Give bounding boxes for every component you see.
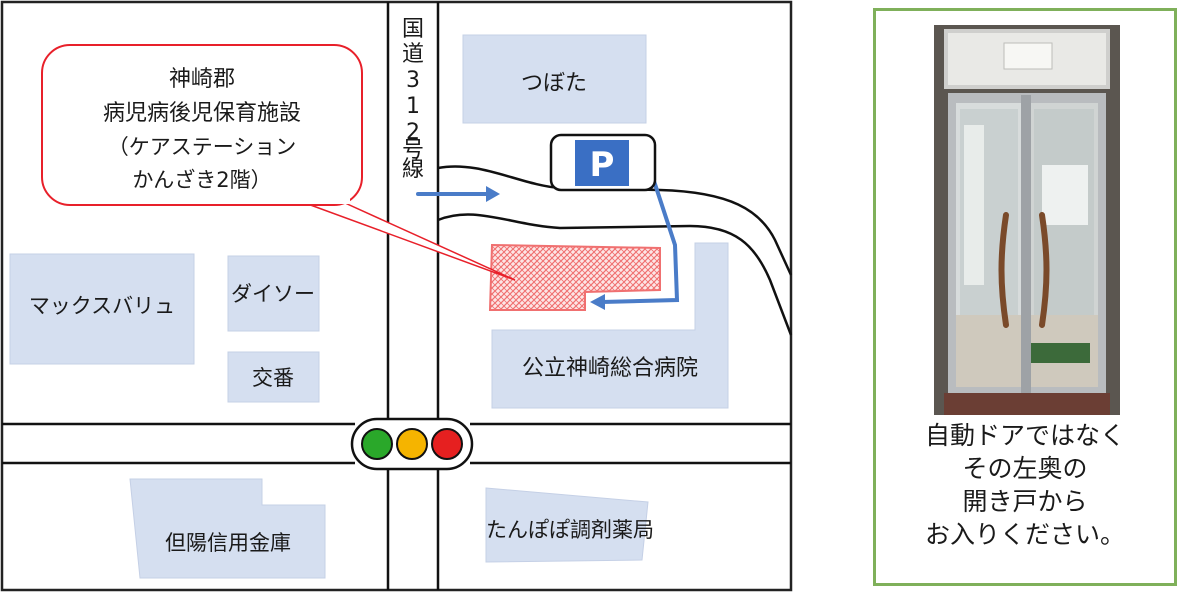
label-tajima-bank: 但陽信用金庫 (165, 531, 291, 555)
callout-line-2: 病児病後児保育施設 (103, 101, 301, 126)
parking-label: P (590, 145, 615, 185)
entrance-photo-panel: 自動ドアではなく その左奥の 開き戸から お入りください。 (873, 8, 1177, 586)
label-maxvalu: マックスバリュ (29, 294, 175, 318)
road-label-char: 1 (406, 94, 420, 119)
label-daiso: ダイソー (231, 282, 315, 306)
entrance-caption: 自動ドアではなく その左奥の 開き戸から お入りください。 (876, 419, 1174, 551)
label-tsubota: つぼた (521, 71, 587, 96)
callout-line-3: （ケアステーション (108, 135, 297, 159)
label-tanpopo: たんぽぽ調剤薬局 (486, 518, 654, 542)
route-arrow-icon (416, 176, 680, 310)
caption-line-4: お入りください。 (924, 520, 1125, 549)
building-daiso (227, 255, 320, 332)
building-hospital (491, 242, 729, 409)
parking-icon: P (549, 133, 657, 192)
road-label-char: 国 (402, 17, 424, 42)
area-map: 神崎郡 病児病後児保育施設 （ケアステーション かんざき2階） 国 道 3 1 … (0, 0, 793, 592)
road-label-char: 号 (402, 138, 424, 163)
caption-line-1: 自動ドアではなく (924, 421, 1125, 450)
building-maxvalu (9, 253, 195, 365)
label-hospital: 公立神崎総合病院 (522, 356, 698, 381)
building-tajima-bank (129, 478, 326, 579)
callout-line-4: かんざき2階） (132, 168, 271, 192)
entrance-door-photo (934, 25, 1120, 415)
building-tsubota (462, 34, 647, 124)
label-koban: 交番 (252, 366, 294, 390)
road-label-route-312: 国 道 3 1 2 号 線 (402, 17, 424, 182)
caption-line-2: その左奥の (962, 454, 1088, 483)
roads (2, 2, 793, 590)
road-label-char: 2 (406, 120, 420, 145)
callout-line-1: 神崎郡 (169, 67, 235, 92)
traffic-light-icon (350, 417, 474, 471)
caption-line-3: 開き戸から (962, 487, 1088, 516)
road-label-char: 3 (406, 68, 420, 93)
road-label-char: 線 (402, 157, 424, 182)
road-label-char: 道 (402, 42, 424, 67)
buildings (9, 34, 729, 579)
building-koban (227, 351, 320, 403)
callout-bubble: 神崎郡 病児病後児保育施設 （ケアステーション かんざき2階） (41, 44, 516, 281)
target-facility (488, 243, 661, 311)
building-tanpopo (485, 487, 649, 563)
